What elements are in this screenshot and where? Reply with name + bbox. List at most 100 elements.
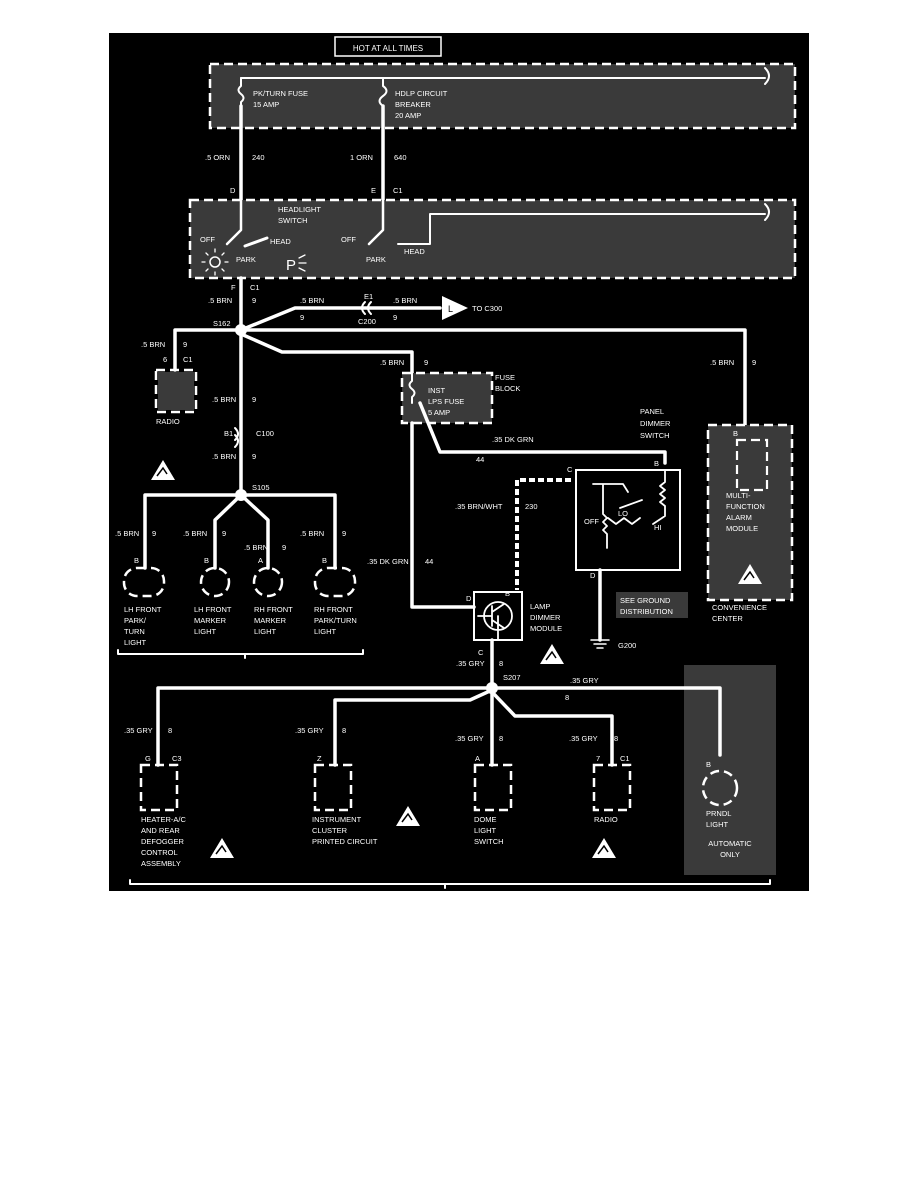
prndl-label2: LIGHT <box>706 820 729 829</box>
fuse-block-shade <box>402 373 492 423</box>
ground-note-line2: DISTRIBUTION <box>620 607 673 616</box>
fuse-block-border <box>400 371 494 425</box>
lh-park-feed-circuit: 9 <box>152 529 156 538</box>
ground-note-shade <box>616 592 688 618</box>
fuse-panel-shade <box>210 64 795 128</box>
multifunction-pin-b: B <box>733 429 738 438</box>
headlight-switch-border <box>188 198 797 280</box>
headlight-switch-conn-c1-bottom: C1 <box>250 283 260 292</box>
wire-s105-rh-park <box>239 493 337 570</box>
fuse-feed-gauge: .5 BRN <box>380 358 404 367</box>
cluster-label2: CLUSTER <box>312 826 348 835</box>
splice-s105-label: S105 <box>252 483 270 492</box>
sun-lamp-icon <box>201 248 229 276</box>
pk-turn-fuse-line2: 15 AMP <box>253 100 279 109</box>
lamp-dimmer-bw-circuit: 230 <box>525 502 538 511</box>
dome-pin-a: A <box>475 754 480 763</box>
esd-warning-icon-heater <box>210 838 234 858</box>
panel-dimmer-lo: LO <box>618 509 628 518</box>
headlight-switch-head1: HEAD <box>270 237 291 246</box>
rh-front-marker-lamp <box>252 566 284 598</box>
convenience-center-line1: CONVENIENCE <box>712 603 767 612</box>
trunk-gauge-3: .5 BRN <box>212 452 236 461</box>
heater-label3: DEFOGGER <box>141 837 185 846</box>
heater-label2: AND REAR <box>141 826 180 835</box>
prndl-light-component <box>701 769 739 807</box>
lh-marker-feed-gauge: .5 BRN <box>183 529 207 538</box>
cluster-label1: INSTRUMENT <box>312 815 362 824</box>
lh-marker-label3: LIGHT <box>194 627 217 636</box>
multifunction-line4: MODULE <box>726 524 758 533</box>
hot-at-all-times-box <box>334 36 442 57</box>
connector-c200-icon <box>361 301 372 315</box>
esd-warning-icon-radio2 <box>592 838 616 858</box>
trunk-circuit-3: 9 <box>252 452 256 461</box>
headlight-switch-pole1 <box>225 198 243 246</box>
radio-component-fill <box>158 372 194 410</box>
headlight-switch-off2: OFF <box>341 235 356 244</box>
wire-240-gauge: .5 ORN <box>205 153 230 162</box>
headlight-switch-off1: OFF <box>200 235 215 244</box>
panel-dimmer-title3: SWITCH <box>640 431 670 440</box>
l-arrow-icon <box>442 296 468 320</box>
connector-b1: B1 <box>224 429 233 438</box>
rh-park-label3: LIGHT <box>314 627 337 636</box>
heater-pin-g: G <box>145 754 151 763</box>
hdlp-breaker-line2: BREAKER <box>395 100 431 109</box>
prndl-label1: PRNDL <box>706 809 731 818</box>
esd-warning-icon-lamp-dimmer <box>540 644 564 664</box>
heater-label5: ASSEMBLY <box>141 859 181 868</box>
bottom-loads-bracket <box>129 879 771 889</box>
rh-marker-label2: MARKER <box>254 616 287 625</box>
radio-pin-6: 6 <box>163 355 167 364</box>
radio2-feed-gauge: .35 GRY <box>569 734 598 743</box>
esd-warning-icon-convenience <box>738 564 762 584</box>
hdlp-breaker-icon <box>378 77 388 107</box>
lamp-dimmer-title3: MODULE <box>530 624 562 633</box>
park-lamp-rays <box>298 254 307 272</box>
splice-s162-label: S162 <box>213 319 231 328</box>
inst-fuse-line3: 5 AMP <box>428 408 450 417</box>
lamp-dimmer-out-circuit: 8 <box>499 659 503 668</box>
dome-feed-circuit: 8 <box>499 734 503 743</box>
rh-marker-feed-gauge: .5 BRN <box>244 543 268 552</box>
radio2-feed-circuit: 8 <box>614 734 618 743</box>
esd-warning-icon-left <box>151 460 175 480</box>
cluster-feed-gauge: .35 GRY <box>295 726 324 735</box>
convenience-center-line2: CENTER <box>712 614 743 623</box>
lh-park-label1: LH FRONT <box>124 605 162 614</box>
ground-note-line1: SEE GROUND <box>620 596 671 605</box>
hot-at-all-times-label: HOT AT ALL TIMES <box>353 44 423 53</box>
trunk-gauge-2: .5 BRN <box>212 395 236 404</box>
headlight-switch-pin-e: E <box>371 186 376 195</box>
cluster-feed-circuit: 8 <box>342 726 346 735</box>
dome-light-switch-component <box>473 763 513 812</box>
c300-branch-circuit-2: 9 <box>393 313 397 322</box>
headlight-switch-title1: HEADLIGHT <box>278 205 321 214</box>
hdlp-breaker-line3: 20 AMP <box>395 111 421 120</box>
headlight-switch-head2: HEAD <box>404 247 425 256</box>
lamp-dimmer-left-gauge: .35 DK GRN <box>367 557 409 566</box>
wire-s105-rh-marker <box>239 493 270 570</box>
to-c300-label: TO C300 <box>472 304 502 313</box>
headlight-switch-park2: PARK <box>366 255 386 264</box>
wire-640-circuit: 640 <box>394 153 407 162</box>
connector-c100: C100 <box>256 429 274 438</box>
trunk-circuit-2: 9 <box>252 395 256 404</box>
wire-s105-lh-park <box>143 493 243 570</box>
prndl-pin-b: B <box>706 760 711 769</box>
panel-dimmer-switch-body <box>575 469 681 571</box>
rh-park-feed-gauge: .5 BRN <box>300 529 324 538</box>
dome-feed-gauge: .35 GRY <box>455 734 484 743</box>
radio-feed-circuit: 9 <box>183 340 187 349</box>
rh-park-feed-circuit: 9 <box>342 529 346 538</box>
prndl-area-shade <box>684 665 776 875</box>
pk-turn-fuse-line1: PK/TURN FUSE <box>253 89 308 98</box>
rh-marker-pin: A <box>258 556 263 565</box>
radio2-label: RADIO <box>594 815 618 824</box>
c300-branch-gauge-1: .5 BRN <box>300 296 324 305</box>
heater-conn-c3: C3 <box>172 754 182 763</box>
headlight-switch-conn-c1-top: C1 <box>393 186 403 195</box>
wire-s105-lh-marker <box>213 493 243 570</box>
panel-dimmer-off: OFF <box>584 517 599 526</box>
